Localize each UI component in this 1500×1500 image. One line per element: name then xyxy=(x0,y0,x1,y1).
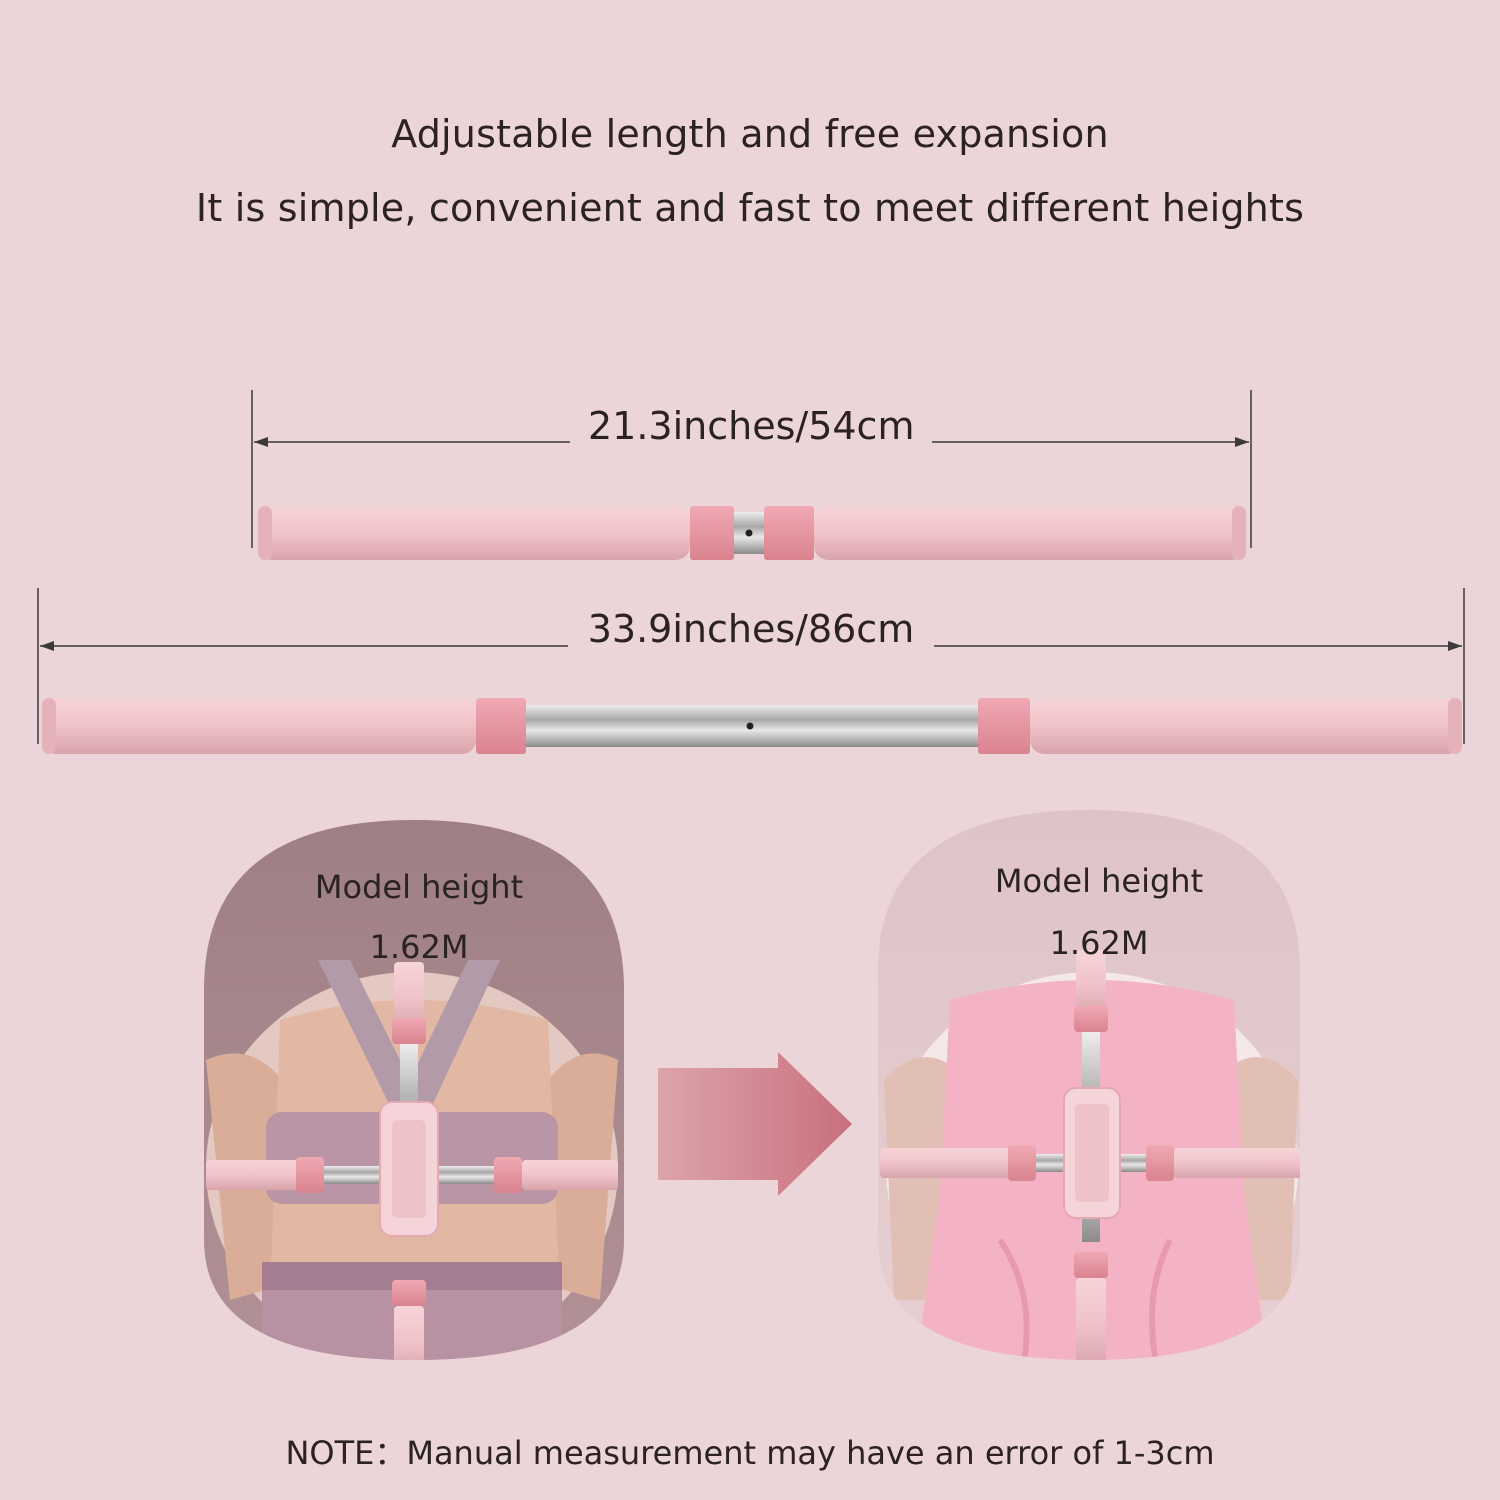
dimension-line-long xyxy=(37,588,1465,744)
dimension-label-long: 33.9inches/86cm xyxy=(568,607,934,651)
right-panel-label: Model height xyxy=(994,862,1204,900)
measurement-note: NOTE：Manual measurement may have an erro… xyxy=(285,1434,1215,1472)
long-bar xyxy=(42,698,1462,754)
short-bar xyxy=(258,506,1246,560)
left-model-panel xyxy=(204,820,624,1360)
dimension-line-short xyxy=(251,390,1252,548)
left-panel-label: Model height xyxy=(314,868,524,906)
dimension-label-short: 21.3inches/54cm xyxy=(570,404,932,448)
headline-line-2: It is simple, convenient and fast to mee… xyxy=(195,186,1305,230)
headline-line-1: Adjustable length and free expansion xyxy=(391,112,1109,156)
right-panel-value: 1.62M xyxy=(1049,924,1149,962)
arrow-right-icon xyxy=(658,1052,852,1196)
left-panel-value: 1.62M xyxy=(369,928,469,966)
right-model-panel xyxy=(878,810,1300,1360)
